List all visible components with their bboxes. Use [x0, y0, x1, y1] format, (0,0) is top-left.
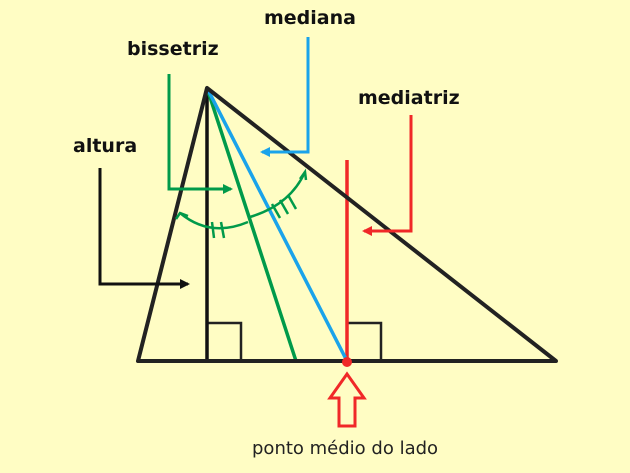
midpoint-up-arrow-icon — [327, 371, 367, 428]
label-bissetriz: bissetriz — [127, 38, 219, 60]
midpoint-dot — [342, 357, 352, 367]
angle-arcs — [174, 168, 308, 239]
mediana-line — [205, 87, 349, 362]
right-angle-mark-altura — [207, 321, 243, 361]
label-mediatriz: mediatriz — [358, 87, 460, 109]
mediana-pointer-arrow — [260, 37, 310, 157]
bissetriz-pointer-arrow — [167, 74, 233, 194]
altura-pointer-arrow — [98, 168, 190, 289]
mediatriz-pointer-arrow — [362, 115, 413, 236]
label-mediana: mediana — [264, 7, 356, 29]
label-altura: altura — [73, 135, 138, 157]
bissetriz-line — [205, 87, 298, 362]
caption-midpoint: ponto médio do lado — [252, 438, 439, 459]
right-angle-mark-mediatriz — [347, 321, 383, 361]
